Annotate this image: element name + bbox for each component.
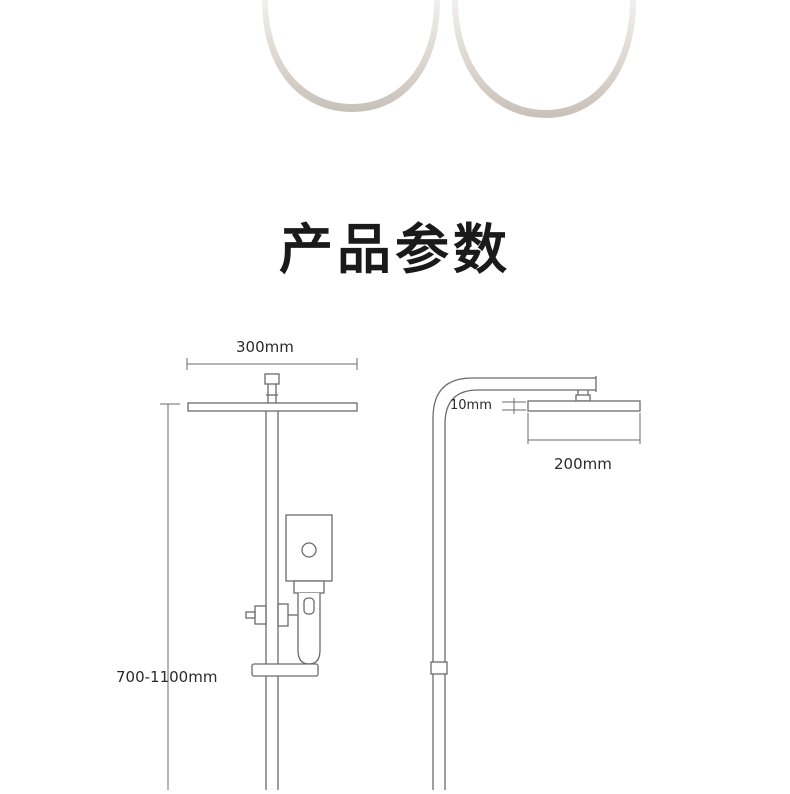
side-view <box>430 376 641 790</box>
height-range-label: 700-1100mm <box>116 668 218 686</box>
thickness-label: 10mm <box>450 398 492 413</box>
section-title: 产品参数 <box>279 218 511 281</box>
head-width-label: 300mm <box>236 338 294 356</box>
arm-reach-label: 200mm <box>554 455 612 473</box>
product-oval-left <box>262 0 440 112</box>
product-oval-right <box>452 0 636 118</box>
front-view <box>160 358 358 790</box>
